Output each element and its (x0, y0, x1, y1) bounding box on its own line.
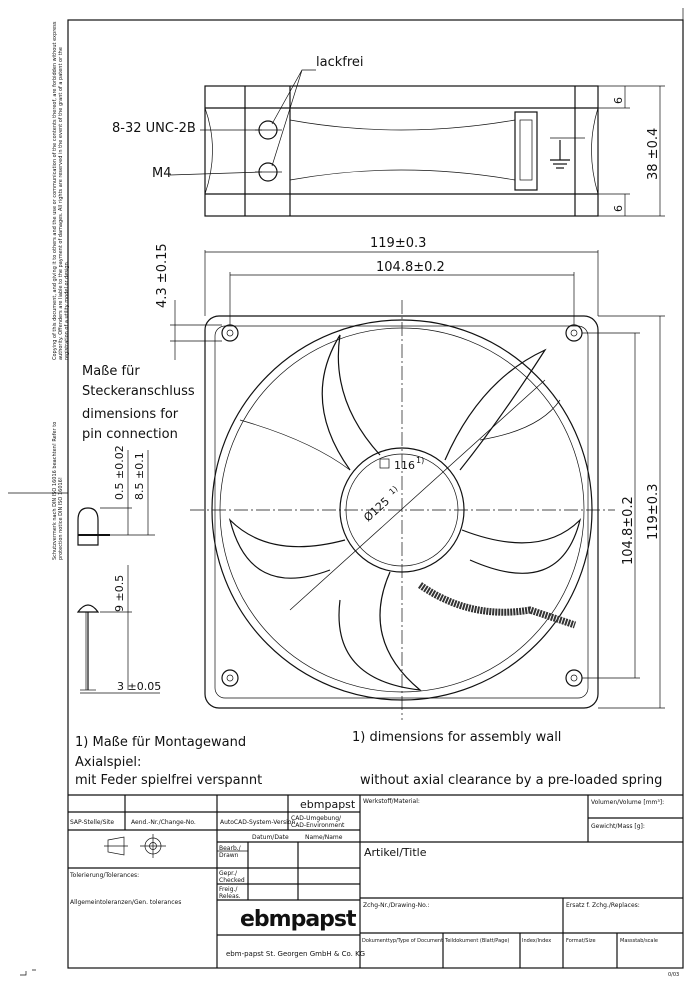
pin-title-en-2: pin connection (82, 427, 178, 442)
sap-label: SAP-Stelle/Site (70, 819, 114, 826)
cad-env-label-2: CAD-Environment (291, 822, 345, 829)
lackfrei-label: lackfrei (316, 55, 364, 70)
release-label-2: Releas. (219, 893, 241, 900)
dim-height-38: 38 ±0.4 (646, 128, 661, 180)
fan-front-view: 119±0.3 104.8±0.2 4.3 ±0.15 104.8±0.2 11… (155, 236, 665, 720)
projection-symbol-icon (104, 834, 166, 858)
fan-side-view: lackfrei 8-32 UNC-2B M4 6 6 38 ±0.4 (112, 55, 665, 217)
pin-title-de-2: Steckeranschluss (82, 384, 195, 399)
corner-mark (20, 969, 36, 976)
general-tolerances-label: Allgemeintoleranzen/Gen. tolerances (70, 899, 181, 906)
connector-housing (514, 111, 538, 191)
cable (417, 582, 577, 629)
pin-dim-3: 9 ±0.5 (113, 575, 126, 612)
ground-icon (550, 137, 585, 169)
company-name: ebm-papst St. Georgen GmbH & Co. KG (226, 950, 365, 958)
diameter-line (289, 379, 546, 611)
doc-type-label: Dokumenttyp/Type of Document (362, 938, 443, 944)
name-label: Name/Name (305, 834, 343, 841)
drawing-no-label: Zchg-Nr./Drawing-No.: (363, 902, 430, 909)
ebmpapst-logo: ebmpapst (240, 907, 357, 932)
drawn-label-2: Drawn (219, 852, 239, 859)
dim-6-bottom: 6 (612, 205, 625, 212)
copyright-note: Copying of this document, and giving it … (52, 21, 70, 360)
note-assembly-wall-en: 1) dimensions for assembly wall (352, 730, 561, 745)
axial-play-de-1: Axialspiel: (75, 755, 141, 770)
checked-label-1: Gepr./ (219, 870, 238, 877)
article-title-label: Artikel/Title (364, 846, 427, 859)
square-symbol-icon (379, 458, 390, 469)
dim-square-note: 1) (416, 456, 424, 465)
tolerancing-label: Tolerierung/Tolerances: (69, 872, 139, 879)
pin-dim-1: 0.5 ±0.02 (113, 445, 126, 500)
index-label: Index/Index (522, 938, 551, 944)
dim-hole: 4.3 ±0.15 (155, 243, 170, 308)
brand-small: ebmpapst (300, 798, 356, 811)
dim-width-holes: 104.8±0.2 (376, 260, 445, 275)
protection-text: Schutzvermerk nach DIN ISO 16016 beachte… (52, 421, 64, 560)
drawn-label-1: Bearb./ (219, 845, 242, 852)
note-assembly-wall-de: 1) Maße für Montagewand (75, 735, 246, 750)
copyright-text: Copying of this document, and giving it … (52, 21, 70, 360)
size-label: Format/Size (566, 938, 596, 944)
date-label: Datum/Date (252, 834, 289, 841)
checked-label-2: Checked (219, 877, 245, 884)
fan-frame (204, 315, 599, 709)
pin-connection-detail: Maße für Steckeranschluss dimensions for… (76, 364, 195, 694)
thread-m4-label: M4 (152, 166, 172, 181)
dim-6-top: 6 (612, 97, 625, 104)
drawing-frame (67, 19, 684, 969)
cad-env-label-1: CAD-Umgebung/ (291, 815, 342, 822)
dim-diameter-note: 1) (387, 484, 399, 496)
axial-play-en: without axial clearance by a pre-loaded … (360, 773, 662, 788)
pin-dim-2: 8.5 ±0.1 (133, 452, 146, 500)
thread-unc-label: 8-32 UNC-2B (112, 121, 196, 136)
dim-height-holes: 104.8±0.2 (621, 496, 636, 565)
scale-label: Massstab/scale (620, 938, 658, 944)
title-block: ebmpapst SAP-Stelle/Site Aend.-Nr./Chang… (68, 794, 683, 978)
dim-square: 116 (394, 459, 415, 472)
change-no-label: Aend.-Nr./Change-No. (131, 819, 196, 826)
page-label: Teildokument (Blatt/Page) (444, 938, 509, 944)
protection-note: Schutzvermerk nach DIN ISO 16016 beachte… (52, 421, 64, 560)
replaces-label: Ersatz f. Zchg./Replaces: (566, 902, 640, 909)
pin-title-de-1: Maße für (82, 364, 140, 379)
mass-label: Gewicht/Mass [g]: (591, 823, 645, 830)
autocad-label: AutoCAD-System-Version (220, 819, 295, 826)
sheet-code: 0/03 (668, 972, 679, 978)
volume-label: Volumen/Volume [mm³]: (591, 799, 664, 806)
dim-diameter: Ø125 (361, 495, 392, 525)
pin-title-en-1: dimensions for (82, 407, 179, 422)
dim-height-outer: 119±0.3 (646, 484, 661, 540)
pin-dim-4: 3 ±0.05 (117, 680, 161, 693)
dim-width-outer: 119±0.3 (370, 236, 426, 251)
release-label-1: Freig./ (219, 886, 238, 893)
axial-play-de-2: mit Feder spielfrei verspannt (75, 773, 262, 788)
material-label: Werkstoff/Material: (363, 798, 420, 805)
